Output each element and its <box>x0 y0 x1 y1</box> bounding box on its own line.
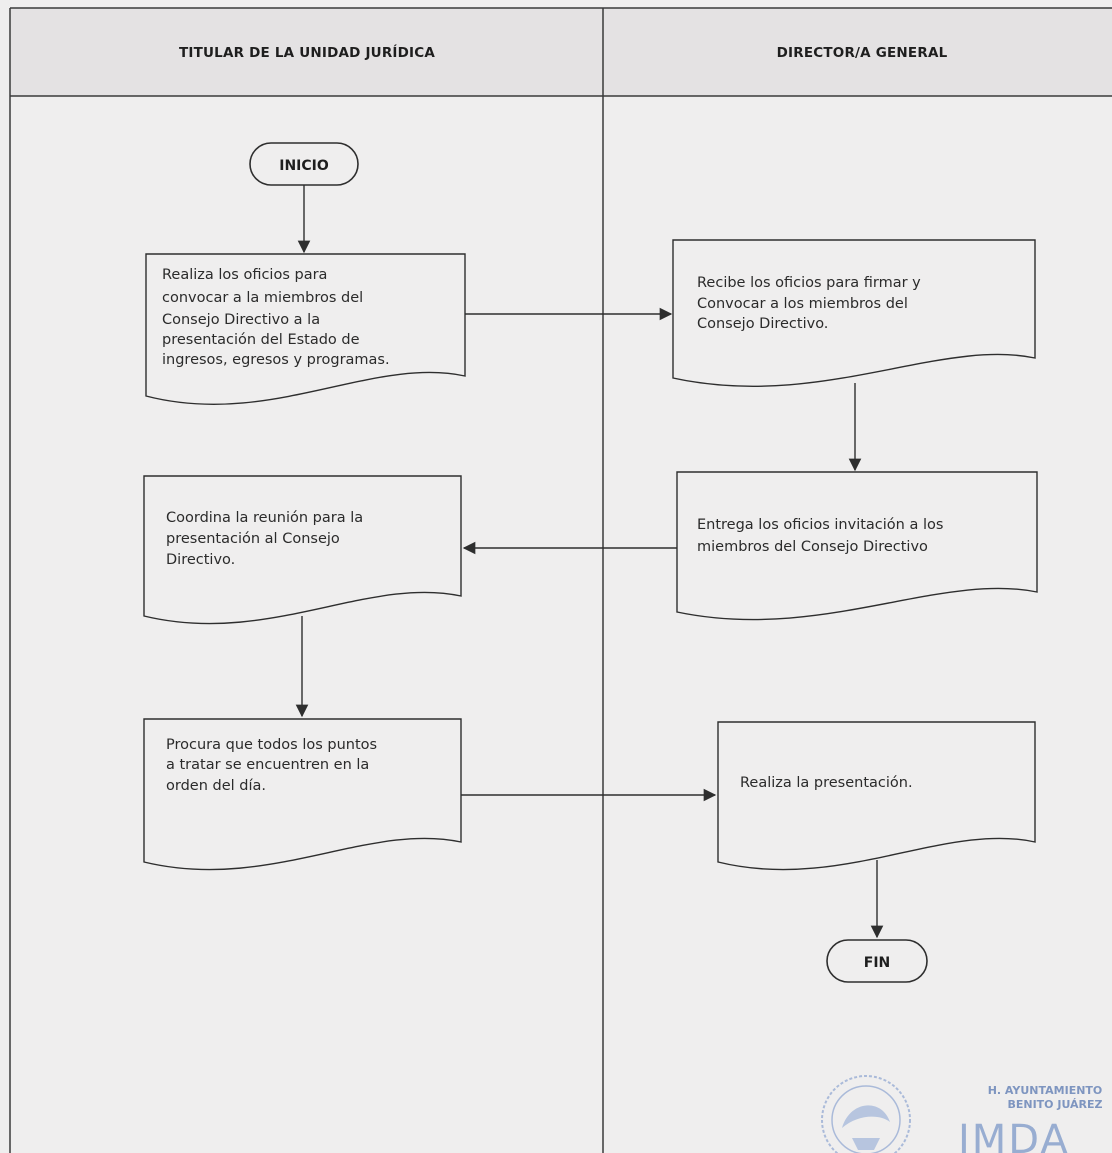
step-coordinate-meeting: Coordina la reunión para la presentación… <box>143 475 462 625</box>
step-text: Realiza la presentación. <box>740 775 913 791</box>
start-label: INICIO <box>279 158 329 174</box>
step-text: Procura que todos los puntos a tratar se… <box>166 737 382 794</box>
step-prepare-letters: Realiza los oficios para convocar a la m… <box>145 253 466 405</box>
step-presentation: Realiza la presentación. <box>717 721 1036 871</box>
connectors <box>295 185 884 939</box>
coat-of-arms-icon <box>821 1075 911 1153</box>
lane-header-legal: TITULAR DE LA UNIDAD JURÍDICA <box>179 44 435 61</box>
header-background <box>10 8 1112 96</box>
step-text: Coordina la reunión para la presentación… <box>166 510 368 568</box>
logo-line1: H. AYUNTAMIENTO <box>988 1084 1103 1097</box>
start-terminal: INICIO <box>249 142 359 186</box>
end-label: FIN <box>864 955 891 971</box>
step-agenda-items: Procura que todos los puntos a tratar se… <box>143 718 462 871</box>
step-text: Realiza los oficios para convocar a la m… <box>162 267 390 368</box>
lane-header-director: DIRECTOR/A GENERAL <box>777 45 948 61</box>
step-receive-letters: Recibe los oficios para firmar y Convoca… <box>672 239 1036 387</box>
logo-line2: BENITO JUÁREZ <box>1007 1098 1102 1111</box>
logo-mark: IMDA <box>958 1117 1070 1153</box>
swimlane-frame <box>9 7 1112 1153</box>
step-text: Recibe los oficios para firmar y Convoca… <box>697 275 925 332</box>
step-deliver-invitations: Entrega los oficios invitación a los mie… <box>676 471 1038 621</box>
step-text: Entrega los oficios invitación a los mie… <box>697 517 948 555</box>
end-terminal: FIN <box>826 939 928 983</box>
institution-logo: H. AYUNTAMIENTO BENITO JUÁREZ IMDA <box>821 1075 1103 1153</box>
